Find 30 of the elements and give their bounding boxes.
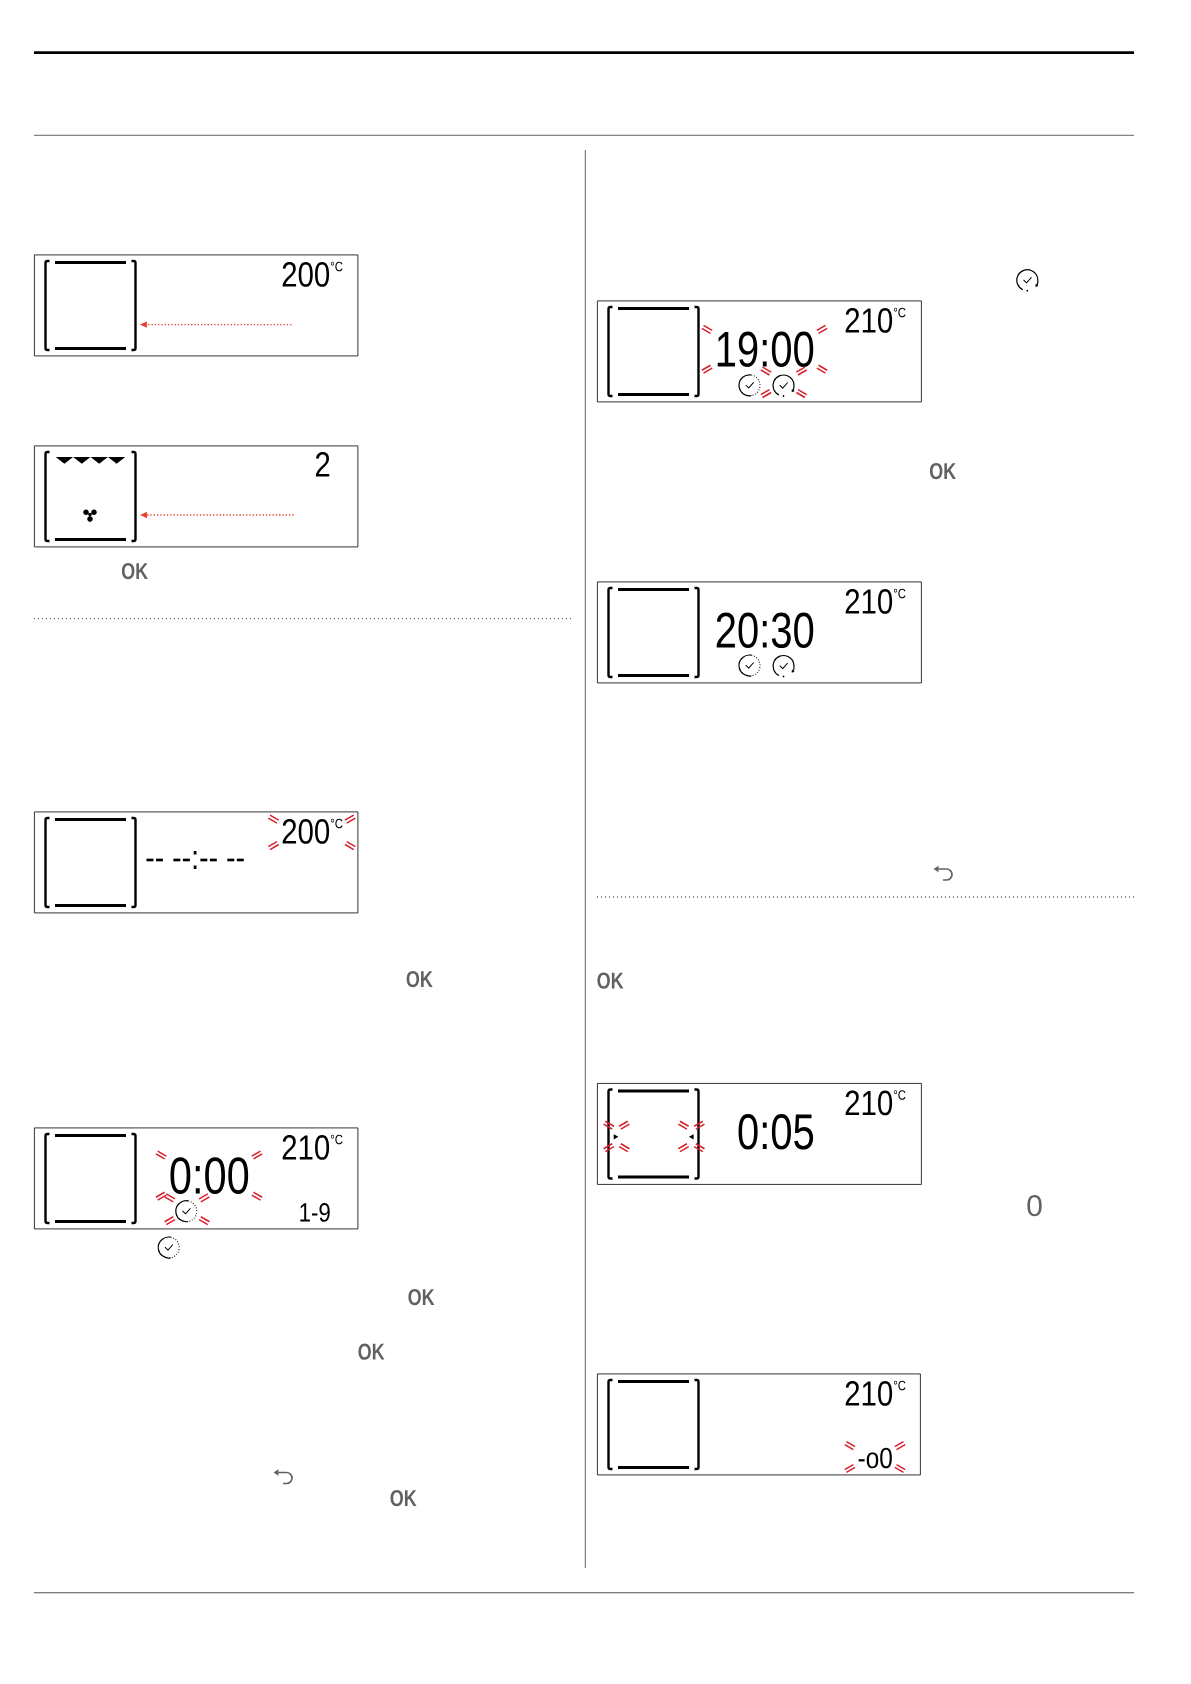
bracket-frame xyxy=(607,586,700,679)
time-readout: 20:30 xyxy=(716,612,814,648)
bracket-frame xyxy=(44,259,137,352)
range-readout: 1-9 xyxy=(300,1203,330,1222)
temperature-readout: 210$^{°C}$ xyxy=(845,1380,906,1406)
bracket-frame xyxy=(607,1378,700,1471)
key-label: OK xyxy=(358,1343,385,1360)
time-readout: 19:00 xyxy=(717,331,814,367)
key-label: OK xyxy=(390,1489,417,1507)
key-label: OK xyxy=(121,562,148,580)
key-label: OK xyxy=(597,972,624,989)
temperature-readout: 210$^{°C}$ xyxy=(845,588,906,614)
key-label: OK xyxy=(408,1288,435,1306)
key-label: OK xyxy=(929,462,956,480)
digit-label: 0 xyxy=(1027,1195,1042,1217)
bracket-frame xyxy=(44,816,137,909)
time-readout: -- --:-- -- xyxy=(146,851,244,869)
temperature-readout: 200$^{°C}$ xyxy=(282,261,343,287)
temperature-readout: 200$^{°C}$ xyxy=(282,818,343,844)
temperature-readout: 210$^{°C}$ xyxy=(282,1134,343,1160)
temperature-readout: 210$^{°C}$ xyxy=(845,307,906,333)
temperature-readout: 210$^{°C}$ xyxy=(845,1090,906,1116)
digit-readout: 2 xyxy=(315,452,330,477)
time-readout: 0:00 xyxy=(170,1157,249,1194)
time-readout: 0:05 xyxy=(738,1114,814,1150)
pointer-arrow xyxy=(140,321,293,328)
symbol-readout: -o0 xyxy=(858,1447,892,1469)
bracket-frame xyxy=(607,305,700,398)
key-label: OK xyxy=(406,970,433,988)
bracket-frame xyxy=(44,1132,137,1225)
